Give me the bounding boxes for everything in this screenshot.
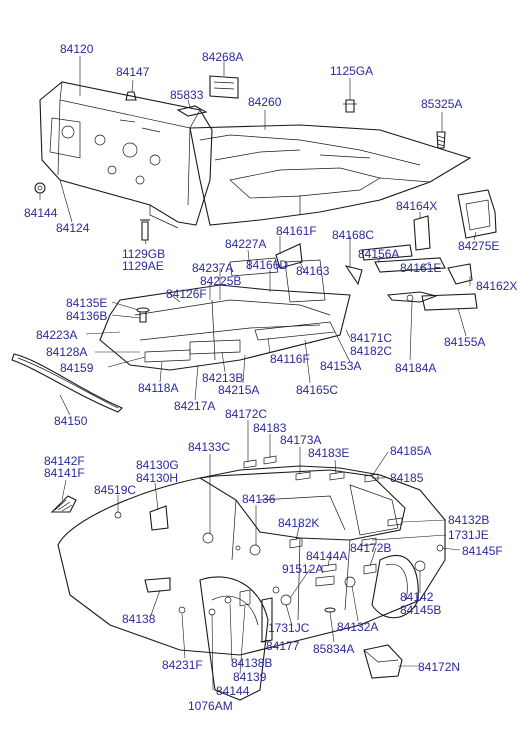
- part-label: 84142: [400, 590, 434, 604]
- part-label: 1731JC: [268, 621, 310, 635]
- part-label: 84231F: [162, 658, 203, 672]
- part-label: 85325A: [421, 97, 463, 111]
- part-label: 85834A: [313, 642, 355, 656]
- part-label: 84118A: [138, 381, 179, 395]
- part-label: 85833: [170, 88, 204, 102]
- part-label: 84225B: [200, 274, 242, 288]
- part-label: 84124: [56, 221, 90, 235]
- part-label: 84145B: [400, 603, 442, 617]
- dash-panel-drawing: [39, 81, 213, 229]
- part-label: 1129GB: [122, 247, 166, 261]
- part-label: 84519C: [94, 483, 137, 497]
- part-label: 84183E: [308, 446, 350, 460]
- part-label: 84275E: [458, 239, 500, 253]
- part-label: 84172C: [225, 407, 268, 421]
- part-label: 84130G: [136, 458, 179, 472]
- part-label: 84144A: [306, 549, 348, 563]
- part-label: 84133C: [188, 440, 231, 454]
- part-label: 84130H: [136, 471, 179, 485]
- part-label: 84182K: [278, 516, 320, 530]
- part-label: 84141F: [44, 466, 85, 480]
- part-label: 84138B: [231, 656, 273, 670]
- part-label: 84237A: [192, 261, 234, 275]
- part-label: 84185: [390, 471, 424, 485]
- part-label: 84164X: [396, 199, 438, 213]
- part-label: 1731JE: [448, 528, 489, 542]
- part-label: 84173A: [280, 433, 322, 447]
- part-label: 84120: [60, 42, 94, 56]
- part-label: 84168C: [332, 228, 375, 242]
- part-label: 84116F: [270, 352, 310, 366]
- part-label: 84185A: [390, 444, 432, 458]
- car-body-drawing: [50, 455, 446, 701]
- part-label: 84150: [54, 414, 88, 428]
- part-label: 1125GA: [330, 64, 374, 78]
- part-label: 84144: [24, 206, 58, 220]
- part-label: 84172B: [350, 541, 392, 555]
- part-label: 84162X: [476, 279, 518, 293]
- part-label: 84145F: [462, 544, 503, 558]
- part-label: 84223A: [36, 328, 78, 342]
- floor-carpet-drawing: [99, 243, 363, 371]
- part-label: 1129AE: [122, 259, 164, 273]
- part-label: 84139: [233, 670, 267, 684]
- part-label: 84177: [266, 639, 300, 653]
- part-label: 84142F: [44, 454, 85, 468]
- part-label: 84128A: [46, 345, 88, 359]
- part-label: 84132B: [448, 513, 490, 527]
- part-label: 84183: [253, 421, 287, 435]
- part-label: 84182C: [350, 344, 393, 358]
- part-label: 84268A: [202, 50, 244, 64]
- part-label: 84155A: [444, 335, 486, 349]
- floor-panel-drawing: [189, 124, 472, 226]
- part-label: 84172N: [418, 660, 461, 674]
- part-label: 1076AM: [188, 699, 233, 713]
- part-label: 84166D: [246, 258, 289, 272]
- part-label: 84126F: [166, 287, 207, 301]
- part-label: 84260: [248, 95, 282, 109]
- part-label: 84138: [122, 612, 156, 626]
- part-label: 84147: [116, 65, 150, 79]
- part-label: 84132A: [337, 620, 379, 634]
- part-label: 84144: [216, 684, 250, 698]
- right-insulators-drawing: [361, 189, 497, 311]
- part-label: 84217A: [174, 399, 216, 413]
- part-label: 84159: [60, 361, 94, 375]
- part-label: 84136B: [66, 309, 108, 323]
- part-label: 84161E: [400, 261, 442, 275]
- part-label: 84136: [242, 492, 276, 506]
- part-label: 84156A: [358, 247, 400, 261]
- trim-strip-drawing: [11, 353, 123, 413]
- part-label: 91512A: [282, 562, 324, 576]
- part-label: 84171C: [350, 331, 393, 345]
- hardware-drawing: [34, 75, 446, 241]
- part-label: 84165C: [296, 383, 339, 397]
- part-label: 84135E: [66, 296, 108, 310]
- part-label: 84161F: [276, 224, 317, 238]
- part-label: 84153A: [320, 359, 362, 373]
- part-label: 84184A: [395, 361, 437, 375]
- part-label: 84227A: [225, 237, 267, 251]
- leader-lines: [39, 56, 477, 691]
- part-label: 84213B: [202, 371, 244, 385]
- part-label: 84215A: [218, 383, 260, 397]
- part-label: 84163: [296, 264, 330, 278]
